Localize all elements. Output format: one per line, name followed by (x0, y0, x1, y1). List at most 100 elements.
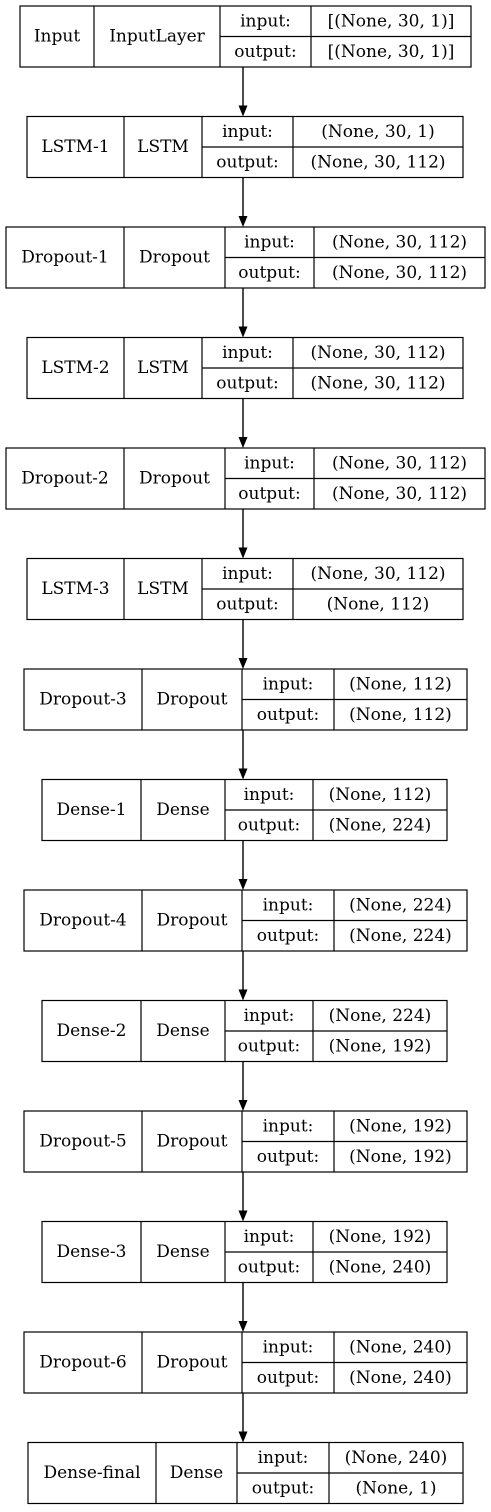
output-shape: (None, 224) (329, 815, 432, 835)
edge-arrow (238, 509, 248, 559)
output-label: output: (234, 42, 296, 62)
layer-name: Dropout-6 (39, 1353, 126, 1373)
arrowhead (238, 1210, 248, 1222)
input-label: input: (263, 674, 314, 694)
output-label: output: (257, 1147, 319, 1167)
layer-name: LSTM-1 (41, 137, 109, 157)
layer-name: Dropout-1 (21, 248, 108, 268)
output-shape: (None, 30, 112) (310, 373, 445, 393)
layer-node-input: Input InputLayer input: output: [(None, 30, … (19, 5, 472, 68)
output-shape: (None, 192) (329, 1036, 432, 1056)
input-shape: (None, 112) (329, 785, 432, 805)
input-shape: (None, 240) (349, 1337, 452, 1357)
edge-arrow (238, 951, 248, 1001)
edge-arrow (238, 840, 248, 890)
arrowhead (238, 658, 248, 669)
output-shape: [(None, 30, 1)] (328, 42, 455, 62)
arrowhead (238, 105, 248, 117)
input-shape: (None, 192) (329, 1227, 432, 1247)
edge-arrow (238, 730, 248, 780)
output-shape: (None, 224) (349, 926, 452, 946)
layer-type: LSTM (137, 358, 189, 378)
arrowhead (238, 989, 248, 1001)
input-shape: [(None, 30, 1)] (328, 11, 455, 31)
output-label: output: (238, 1257, 300, 1277)
output-shape: (None, 240) (349, 1368, 452, 1388)
layer-type: Dropout (139, 248, 210, 268)
input-shape: (None, 30, 112) (332, 232, 467, 252)
input-label: input: (222, 564, 273, 584)
layer-name: Dropout-5 (39, 1132, 126, 1152)
layer-name: Dropout-3 (39, 690, 126, 710)
output-shape: (None, 1) (355, 1478, 436, 1498)
output-shape: (None, 240) (329, 1257, 432, 1277)
layer-name: Dense-1 (57, 800, 127, 820)
layer-type: Dropout (139, 469, 210, 489)
input-label: input: (263, 895, 314, 915)
layer-type: Dense (170, 1463, 223, 1483)
layer-node-dense-final: Dense-final Dense input: output: (None, 240)… (27, 1441, 464, 1505)
edge-arrow (238, 619, 248, 669)
input-shape: (None, 30, 1) (321, 122, 434, 142)
layer-name: Input (34, 27, 80, 47)
input-shape: (None, 224) (349, 895, 452, 915)
edge-arrow (238, 1172, 248, 1222)
layer-name: Dropout-4 (39, 911, 126, 931)
edge-arrow (238, 1393, 248, 1443)
layer-name: Dense-final (43, 1463, 140, 1483)
input-label: input: (244, 785, 295, 805)
input-label: input: (244, 1227, 295, 1247)
output-label: output: (216, 594, 278, 614)
arrowhead (238, 216, 248, 227)
input-shape: (None, 240) (345, 1448, 448, 1468)
layer-type: Dropout (157, 911, 228, 931)
input-shape: (None, 192) (349, 1116, 452, 1136)
layer-type: LSTM (137, 579, 189, 599)
input-shape: (None, 30, 112) (310, 343, 445, 363)
output-shape: (None, 30, 112) (310, 152, 445, 172)
input-label: input: (222, 343, 273, 363)
output-label: output: (216, 152, 278, 172)
input-label: input: (258, 1448, 309, 1468)
output-label: output: (238, 484, 300, 504)
input-label: input: (244, 1006, 295, 1026)
output-label: output: (252, 1478, 314, 1498)
output-label: output: (216, 373, 278, 393)
edge-arrow (238, 177, 248, 227)
edges-layer (238, 67, 248, 1443)
nodes-layer: Input InputLayer input: output: [(None, 30, … (5, 5, 486, 1505)
output-label: output: (238, 1036, 300, 1056)
input-shape: (None, 224) (329, 1006, 432, 1026)
arrowhead (238, 326, 248, 338)
layer-type: InputLayer (109, 27, 205, 47)
layer-name: Dropout-2 (21, 469, 108, 489)
input-label: input: (263, 1116, 314, 1136)
input-label: input: (244, 453, 295, 473)
output-label: output: (238, 815, 300, 835)
input-label: input: (240, 11, 291, 31)
input-shape: (None, 30, 112) (310, 564, 445, 584)
edge-arrow (238, 1282, 248, 1332)
output-label: output: (257, 1368, 319, 1388)
output-shape: (None, 112) (349, 705, 452, 725)
arrowhead (238, 547, 248, 559)
layer-type: Dense (156, 1021, 209, 1041)
layer-type: Dropout (157, 1353, 228, 1373)
layer-node-dense-2: Dense-2 Dense input: output: (None, 224) (Non… (41, 999, 448, 1063)
arrowhead (238, 1321, 248, 1332)
edge-arrow (238, 398, 248, 448)
input-shape: (None, 30, 112) (332, 453, 467, 473)
layer-name: Dense-2 (57, 1021, 127, 1041)
input-label: input: (244, 232, 295, 252)
output-shape: (None, 30, 112) (332, 484, 467, 504)
layer-type: Dense (156, 1242, 209, 1262)
layer-type: Dense (156, 800, 209, 820)
